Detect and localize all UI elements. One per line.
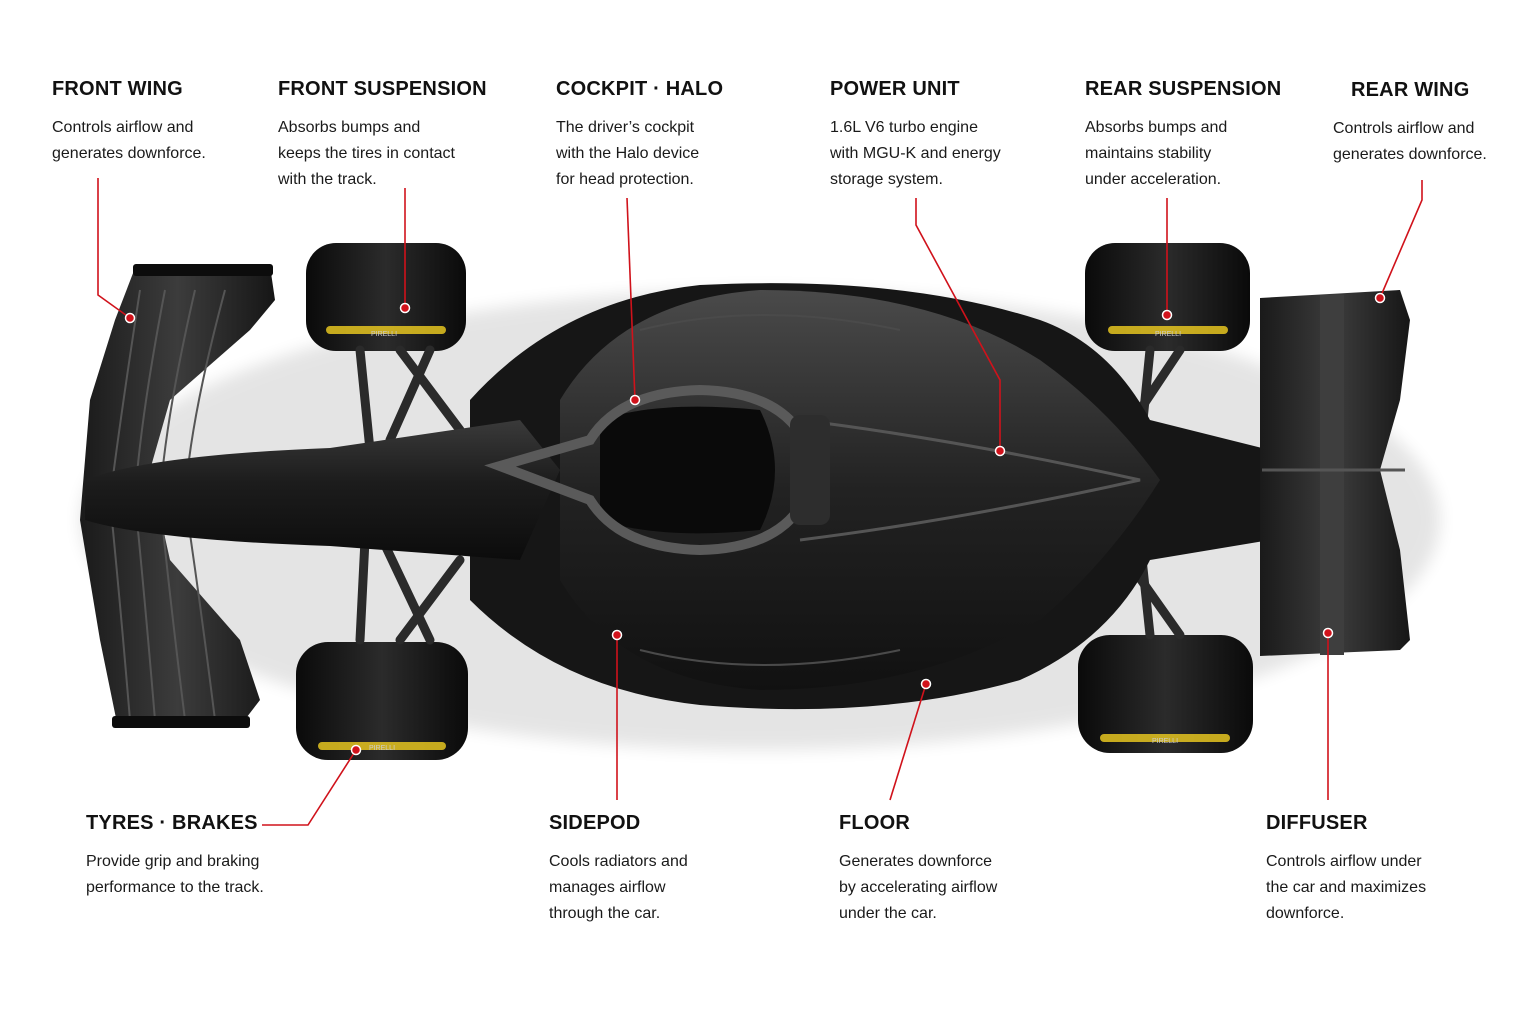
nose-shape xyxy=(85,420,560,560)
dot-tyres-brakes xyxy=(350,744,362,756)
dot-power-unit xyxy=(994,445,1006,457)
label-description: Absorbs bumps and keeps the tires in con… xyxy=(278,119,455,188)
label-description: The driver’s cockpit with the Halo devic… xyxy=(556,119,700,188)
label-description: Controls airflow under the car and maxim… xyxy=(1266,853,1427,922)
label-sidepod: SIDEPOD Cools radiators and manages airf… xyxy=(549,812,688,927)
label-front-suspension: FRONT SUSPENSION Absorbs bumps and keeps… xyxy=(278,78,487,193)
label-description: Absorbs bumps and maintains stability un… xyxy=(1085,119,1228,188)
label-rear-suspension: REAR SUSPENSION Absorbs bumps and mainta… xyxy=(1085,78,1281,193)
label-power-unit: POWER UNIT 1.6L V6 turbo engine with MGU… xyxy=(830,78,1001,193)
tyre-brand-rear-left: PIRELLI xyxy=(1155,331,1181,338)
label-title: FLOOR xyxy=(839,812,910,834)
dot-floor xyxy=(920,678,932,690)
leader-front-wing xyxy=(97,178,131,319)
front-left-tyre xyxy=(306,243,466,351)
label-title: FRONT SUSPENSION xyxy=(278,78,487,100)
label-diffuser: DIFFUSER Controls airflow under the car … xyxy=(1266,812,1426,927)
label-title: DIFFUSER xyxy=(1266,812,1368,834)
airbox xyxy=(790,415,830,525)
label-cockpit-halo: COCKPIT · HALO The driver’s cockpit with… xyxy=(556,78,723,193)
label-description: Provide grip and braking performance to … xyxy=(86,853,264,896)
label-tyres-brakes: TYRES · BRAKES Provide grip and braking … xyxy=(86,812,264,901)
dot-rear-suspension xyxy=(1161,309,1173,321)
dot-rear-wing xyxy=(1374,292,1386,304)
label-description: 1.6L V6 turbo engine with MGU-K and ener… xyxy=(830,119,1001,188)
label-title: REAR WING xyxy=(1351,79,1470,101)
label-title: REAR SUSPENSION xyxy=(1085,78,1282,100)
leader-floor xyxy=(889,683,927,801)
leader-power-unit xyxy=(915,198,1001,450)
label-description: Generates downforce by accelerating airf… xyxy=(839,853,998,922)
label-front-wing: FRONT WING Controls airflow and generate… xyxy=(52,78,206,167)
dot-diffuser xyxy=(1322,627,1334,639)
leader-tyres-brakes xyxy=(262,749,357,826)
dot-cockpit-halo xyxy=(629,394,641,406)
label-floor: FLOOR Generates downforce by acceleratin… xyxy=(839,812,997,927)
label-description: Cools radiators and manages airflow thro… xyxy=(549,853,688,922)
label-title: POWER UNIT xyxy=(830,78,960,100)
label-title: COCKPIT · HALO xyxy=(556,78,724,100)
rear-right-tyre xyxy=(1078,635,1253,753)
label-rear-wing: REAR WING Controls airflow and generates… xyxy=(1333,79,1523,168)
label-description: Controls airflow and generates downforce… xyxy=(1333,120,1487,163)
tyre-brand-front-right: PIRELLI xyxy=(369,745,395,752)
label-title: FRONT WING xyxy=(52,78,183,100)
cockpit-opening xyxy=(600,406,775,534)
rear-wing-shape xyxy=(1260,290,1410,656)
leader-dots xyxy=(124,292,1386,756)
dot-sidepod xyxy=(611,629,623,641)
leader-lines xyxy=(97,178,1423,826)
tyre-brand-rear-right: PIRELLI xyxy=(1152,738,1178,745)
label-title: SIDEPOD xyxy=(549,812,641,834)
suspension-arms xyxy=(355,345,1185,645)
front-wing-shape xyxy=(80,264,275,728)
dot-front-suspension xyxy=(399,302,411,314)
leader-rear-wing xyxy=(1379,180,1423,299)
leader-cockpit-halo xyxy=(626,197,636,401)
label-description: Controls airflow and generates downforce… xyxy=(52,119,206,162)
front-right-tyre xyxy=(296,642,468,760)
dot-front-wing xyxy=(124,312,136,324)
label-title: TYRES · BRAKES xyxy=(86,812,258,834)
tyre-brand-front-left: PIRELLI xyxy=(371,331,397,338)
